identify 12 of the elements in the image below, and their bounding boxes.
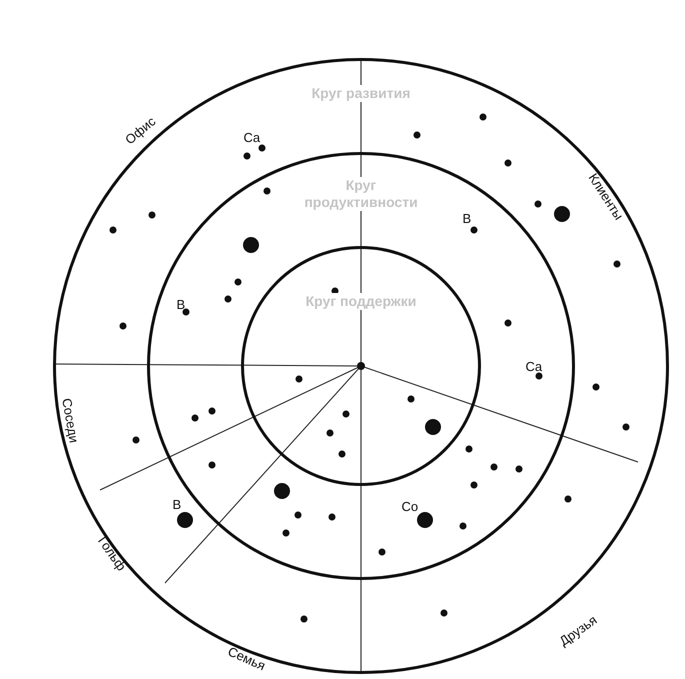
ring [53, 58, 669, 674]
dot-label: B [172, 496, 182, 512]
ring [147, 152, 575, 580]
dot-label: B [462, 210, 472, 226]
ring-title: Круг поддержки [306, 293, 416, 310]
dot-label: B [176, 296, 186, 312]
ring [241, 246, 481, 486]
dot-label: Co [402, 498, 418, 514]
dot-label: Ca [244, 130, 260, 144]
dot-label: Ca [526, 358, 542, 374]
ring-title: Круг развития [312, 85, 410, 102]
sector-label: Соседи [58, 396, 82, 444]
